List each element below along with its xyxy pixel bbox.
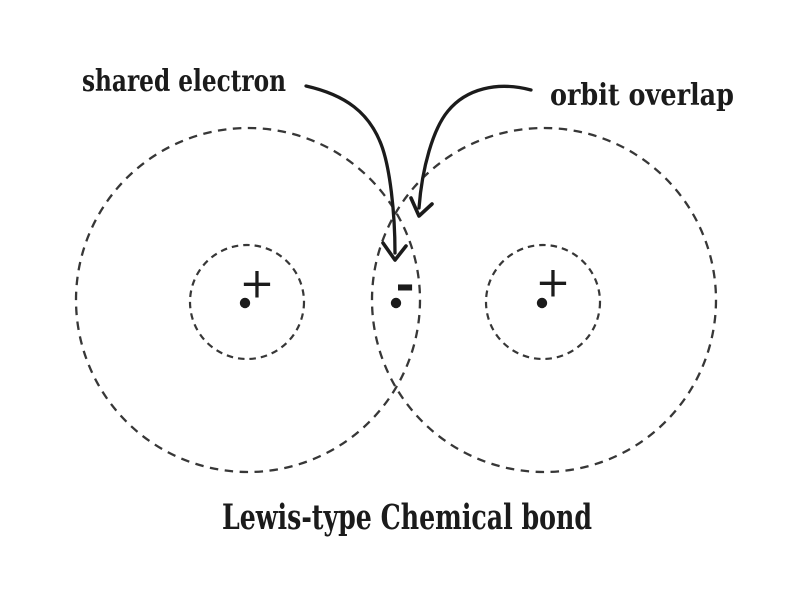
shared-electron-arrowhead-icon: [381, 241, 408, 262]
right-outer-orbit-circle: [370, 126, 718, 474]
orbit-overlap-label: orbit overlap: [550, 78, 734, 113]
left-nucleus-dot: [239, 297, 251, 309]
shared-electron-label: shared electron: [82, 64, 286, 99]
left-inner-orbit-circle: [188, 243, 306, 361]
shared-electron-dot: [390, 297, 402, 309]
right-nucleus-charge: +: [535, 258, 570, 307]
orbit-overlap-arrowhead-icon: [409, 196, 434, 218]
shared-electron-charge: -: [395, 257, 414, 311]
left-outer-orbit-circle: [74, 126, 422, 474]
orbit-overlap-arrow: [417, 84, 533, 210]
right-inner-orbit-circle: [484, 243, 602, 361]
right-nucleus-dot: [536, 297, 548, 309]
left-nucleus-charge: +: [239, 259, 274, 308]
diagram-caption: Lewis-type Chemical bond: [222, 497, 592, 538]
shared-electron-arrow: [304, 84, 397, 255]
